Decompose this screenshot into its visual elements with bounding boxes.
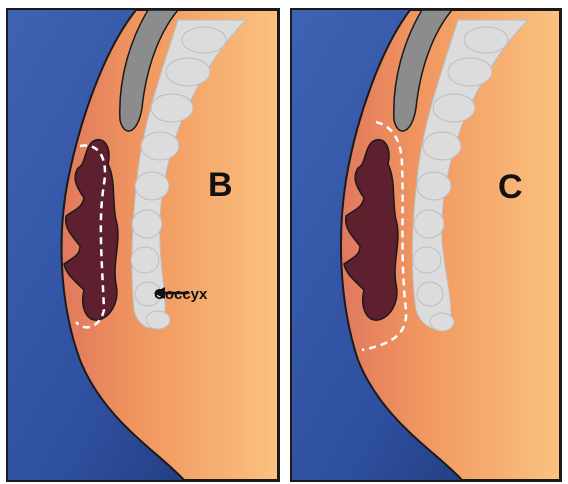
sagittal-illustration-c: [292, 10, 560, 480]
panel-label: B: [208, 168, 233, 202]
diagram-panel-b: B Coccyx: [6, 8, 280, 482]
coccyx-callout: Coccyx: [154, 286, 207, 303]
diagram-panel-c: C: [290, 8, 562, 482]
sagittal-illustration-b: [8, 10, 278, 480]
left-arrow-icon: [154, 286, 188, 300]
panel-label: C: [498, 170, 523, 204]
